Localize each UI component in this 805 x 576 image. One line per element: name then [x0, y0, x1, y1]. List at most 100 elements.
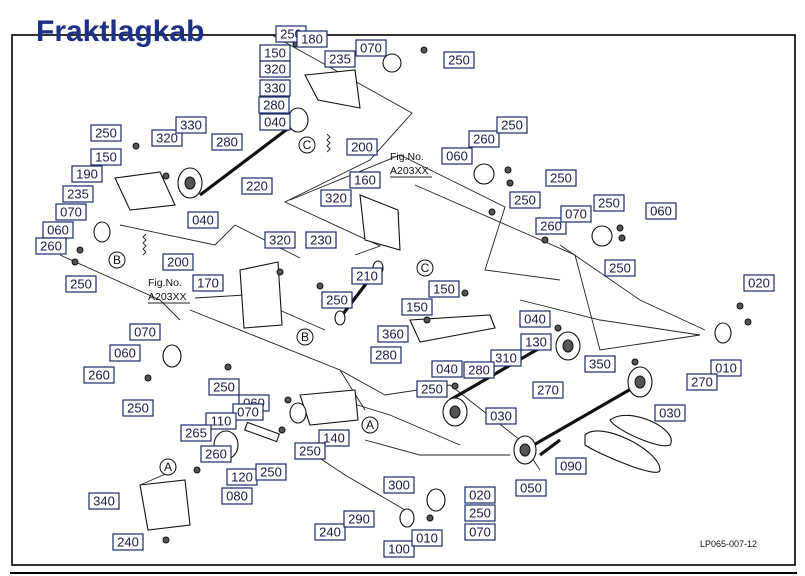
part-number: 040 — [192, 213, 214, 228]
part-number: 150 — [95, 150, 117, 165]
part-label-250: 250 — [545, 169, 577, 187]
v-belts — [584, 414, 672, 473]
part-number: 260 — [205, 447, 227, 462]
part-number: 360 — [382, 327, 404, 342]
part-number: 140 — [323, 431, 345, 446]
part-label-330: 330 — [259, 79, 291, 97]
part-number: 250 — [598, 196, 620, 211]
part-number: 040 — [524, 312, 546, 327]
part-number: 250 — [501, 118, 523, 133]
part-label-320: 320 — [320, 189, 352, 207]
part-number: 030 — [490, 409, 512, 424]
part-label-250: 250 — [509, 191, 541, 209]
part-label-320: 320 — [259, 60, 291, 78]
drive-chain — [243, 421, 281, 443]
part-label-070: 070 — [55, 203, 87, 221]
part-label-250: 250 — [593, 194, 625, 212]
part-number: 200 — [351, 140, 373, 155]
part-number: 320 — [325, 191, 347, 206]
part-number: 320 — [269, 233, 291, 248]
part-label-150: 150 — [259, 44, 291, 62]
part-number: 330 — [264, 81, 286, 96]
part-number: 090 — [560, 459, 582, 474]
part-label-290: 290 — [343, 510, 375, 528]
part-label-060: 060 — [109, 344, 141, 362]
part-number: 250 — [609, 261, 631, 276]
part-label-080: 080 — [221, 487, 253, 505]
part-number: 150 — [406, 300, 428, 315]
part-label-250: 250 — [464, 504, 496, 522]
part-label-340: 340 — [88, 492, 120, 510]
part-label-260: 260 — [200, 445, 232, 463]
part-label-320: 320 — [151, 129, 183, 147]
part-label-040: 040 — [519, 310, 551, 328]
callout-c: C — [303, 138, 312, 152]
part-number: 020 — [748, 276, 770, 291]
part-label-280: 280 — [370, 346, 402, 364]
part-label-250: 250 — [208, 378, 240, 396]
part-number: 330 — [180, 118, 202, 133]
part-number: 180 — [301, 32, 323, 47]
part-number: 270 — [537, 383, 559, 398]
part-number: 070 — [469, 525, 491, 540]
part-label-250: 250 — [496, 116, 528, 134]
part-label-050: 050 — [515, 479, 547, 497]
part-number: 240 — [319, 525, 341, 540]
part-number: 150 — [264, 46, 286, 61]
part-number: 120 — [231, 470, 253, 485]
part-number: 250 — [326, 293, 348, 308]
part-number: 110 — [211, 414, 232, 429]
part-label-260: 260 — [535, 217, 567, 235]
part-number: 310 — [495, 351, 517, 366]
part-number: 265 — [185, 426, 207, 441]
part-label-330: 330 — [175, 116, 207, 134]
part-label-190: 190 — [71, 165, 103, 183]
part-label-250: 250 — [255, 463, 287, 481]
part-number: 250 — [127, 401, 149, 416]
part-label-100: 100 — [383, 540, 415, 558]
part-label-200: 200 — [162, 253, 194, 271]
part-number: 130 — [525, 335, 547, 350]
part-number: 260 — [540, 219, 562, 234]
part-number: 320 — [264, 62, 286, 77]
springs — [142, 133, 331, 256]
page-title: Fraktlagkab — [36, 15, 204, 48]
part-label-250: 250 — [443, 51, 475, 69]
part-number: 250 — [95, 126, 117, 141]
part-label-250: 250 — [65, 275, 97, 293]
part-label-210: 210 — [351, 267, 383, 285]
part-number: 250 — [469, 506, 491, 521]
part-number: 300 — [388, 478, 410, 493]
part-label-280: 280 — [463, 361, 495, 379]
part-label-260: 260 — [83, 366, 115, 384]
part-number: 260 — [40, 239, 62, 254]
part-number: 250 — [514, 193, 536, 208]
part-number: 280 — [375, 348, 397, 363]
part-label-070: 070 — [355, 39, 387, 57]
part-number: 250 — [448, 53, 470, 68]
part-label-310: 310 — [490, 349, 522, 367]
part-number: 210 — [356, 269, 378, 284]
part-label-060: 060 — [42, 221, 74, 239]
part-number: 235 — [67, 187, 89, 202]
part-number: 060 — [650, 204, 672, 219]
fig-ref-label: Fig.No. — [390, 151, 424, 163]
part-number: 240 — [117, 535, 139, 550]
part-number: 040 — [264, 115, 286, 130]
callout-a: A — [164, 460, 172, 474]
part-number: 020 — [469, 488, 491, 503]
part-label-250: 250 — [294, 442, 326, 460]
part-number: 070 — [565, 207, 587, 222]
part-label-235: 235 — [324, 50, 356, 68]
drawing-frame — [11, 34, 796, 566]
callout-c: C — [421, 261, 430, 275]
part-number: 340 — [93, 494, 115, 509]
part-number: 040 — [436, 362, 458, 377]
part-label-230: 230 — [305, 231, 337, 249]
part-label-060: 060 — [441, 147, 473, 165]
part-number: 060 — [114, 346, 136, 361]
part-label-130: 130 — [520, 333, 552, 351]
fig-ref-number: A203XX — [148, 291, 187, 303]
